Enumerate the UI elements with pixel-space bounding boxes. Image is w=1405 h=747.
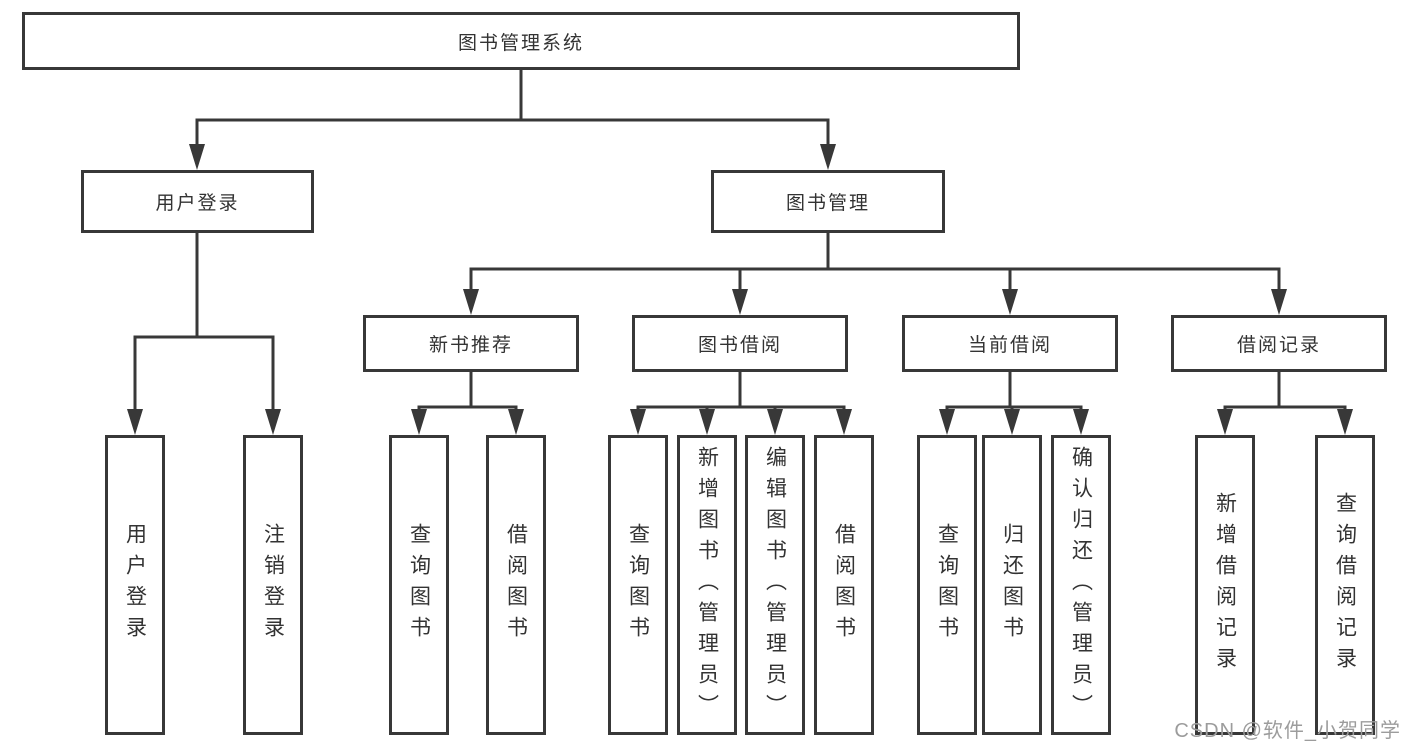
node-borrowing-records-label: 借阅记录 xyxy=(1236,335,1321,356)
leaf-confirm-return-admin-label: 确认归还（管理员） xyxy=(1069,445,1093,725)
leaf-confirm-return-admin: 确认归还（管理员） xyxy=(1051,435,1111,735)
leaf-user-login-label: 用户登录 xyxy=(123,523,147,647)
leaf-query-borrow-record-label: 查询借阅记录 xyxy=(1333,492,1357,678)
leaf-add-borrow-record: 新增借阅记录 xyxy=(1195,435,1255,735)
leaf-logout-login: 注销登录 xyxy=(243,435,303,735)
leaf-recommend-query-books: 查询图书 xyxy=(389,435,449,735)
leaf-borrow-query-books: 查询图书 xyxy=(608,435,668,735)
leaf-logout-login-label: 注销登录 xyxy=(261,523,285,647)
leaf-borrow-books-label: 借阅图书 xyxy=(832,523,856,647)
node-book-management-label: 图书管理 xyxy=(785,193,870,214)
leaf-edit-books-admin: 编辑图书（管理员） xyxy=(745,435,805,735)
leaf-user-login: 用户登录 xyxy=(105,435,165,735)
leaf-current-query-books: 查询图书 xyxy=(917,435,977,735)
leaf-return-books: 归还图书 xyxy=(982,435,1042,735)
leaf-add-books-admin-label: 新增图书（管理员） xyxy=(695,445,719,725)
arrowhead-icons xyxy=(127,144,1353,435)
node-book-borrowing: 图书借阅 xyxy=(632,315,848,372)
node-current-borrowing: 当前借阅 xyxy=(902,315,1118,372)
node-book-borrowing-label: 图书借阅 xyxy=(697,335,782,356)
node-user-login-label: 用户登录 xyxy=(155,193,240,214)
leaf-recommend-borrow-books-label: 借阅图书 xyxy=(504,523,528,647)
node-library-management-system-label: 图书管理系统 xyxy=(457,32,584,54)
node-user-login: 用户登录 xyxy=(81,170,314,233)
leaf-borrow-books: 借阅图书 xyxy=(814,435,874,735)
node-book-management: 图书管理 xyxy=(711,170,945,233)
leaf-recommend-query-books-label: 查询图书 xyxy=(407,523,431,647)
leaf-edit-books-admin-label: 编辑图书（管理员） xyxy=(763,445,787,725)
leaf-current-query-books-label: 查询图书 xyxy=(935,523,959,647)
leaf-return-books-label: 归还图书 xyxy=(1000,523,1024,647)
csdn-watermark: CSDN @软件_小贺同学 xyxy=(1174,720,1401,742)
node-borrowing-records: 借阅记录 xyxy=(1171,315,1387,372)
leaf-add-borrow-record-label: 新增借阅记录 xyxy=(1213,492,1237,678)
node-new-book-recommendation: 新书推荐 xyxy=(363,315,579,372)
node-current-borrowing-label: 当前借阅 xyxy=(967,335,1052,356)
leaf-query-borrow-record: 查询借阅记录 xyxy=(1315,435,1375,735)
leaf-add-books-admin: 新增图书（管理员） xyxy=(677,435,737,735)
node-library-management-system: 图书管理系统 xyxy=(22,12,1020,70)
leaf-borrow-query-books-label: 查询图书 xyxy=(626,523,650,647)
node-new-book-recommendation-label: 新书推荐 xyxy=(428,335,513,356)
leaf-recommend-borrow-books: 借阅图书 xyxy=(486,435,546,735)
